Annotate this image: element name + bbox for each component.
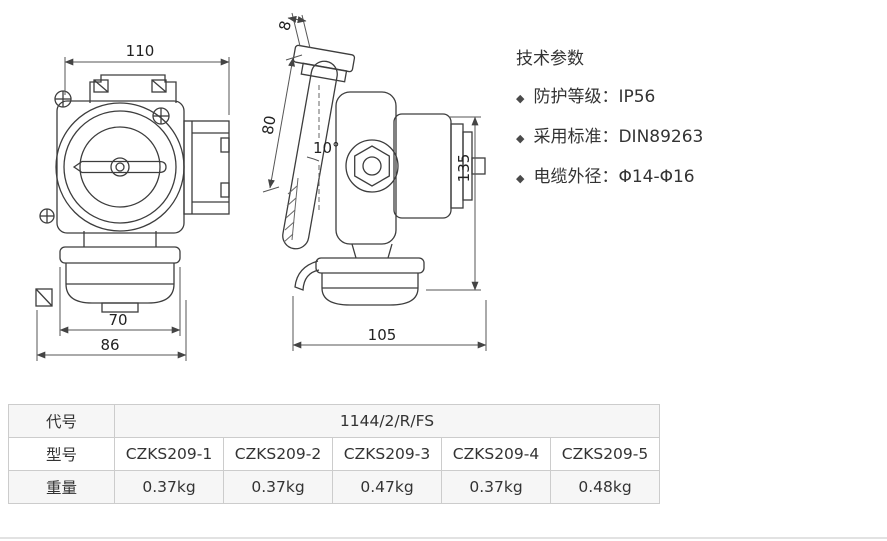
side-view-dimensions <box>262 12 487 351</box>
spec-row-model: 型号 CZKS209-1 CZKS209-2 CZKS209-3 CZKS209… <box>8 437 660 471</box>
spec-model-cell: CZKS209-4 <box>441 437 551 471</box>
spec-weight-cell: 0.37kg <box>114 470 224 504</box>
spec-weight-cell: 0.48kg <box>550 470 660 504</box>
tech-params-panel: 技术参数 ◆ 防护等级：IP56 ◆ 采用标准：DIN89263 ◆ 电缆外径：… <box>516 44 703 205</box>
tech-params-item-cable: ◆ 电缆外径：Φ14-Φ16 <box>516 165 703 190</box>
tech-params-text: 采用标准：DIN89263 <box>533 127 704 147</box>
spec-model-cell: CZKS209-2 <box>223 437 333 471</box>
spec-row-weight: 重量 0.37kg 0.37kg 0.47kg 0.37kg 0.48kg <box>8 470 660 504</box>
tech-params-title: 技术参数 <box>516 49 584 69</box>
bottom-divider <box>0 537 887 539</box>
tech-params-item-standard: ◆ 采用标准：DIN89263 <box>516 125 703 150</box>
screw-icon <box>54 90 72 108</box>
screw-icon <box>152 107 170 125</box>
tech-params-text: 电缆外径：Φ14-Φ16 <box>533 167 695 187</box>
spec-weight-cell: 0.37kg <box>223 470 333 504</box>
dim-105-label: 105 <box>368 326 397 344</box>
diamond-bullet-icon: ◆ <box>516 172 525 185</box>
tech-params-text: 防护等级：IP56 <box>533 87 656 107</box>
spec-row-weight-header: 重量 <box>8 470 115 504</box>
dim-86-label: 86 <box>100 336 119 354</box>
spec-model-cell: CZKS209-1 <box>114 437 224 471</box>
dim-8-label: 8 <box>275 19 295 33</box>
dim-70-label: 70 <box>108 311 127 329</box>
dim-80-label: 80 <box>259 114 280 136</box>
front-view-drawing <box>35 74 230 313</box>
spec-weight-cell: 0.37kg <box>441 470 551 504</box>
spec-row-model-header: 型号 <box>8 437 115 471</box>
spec-code-value: 1144/2/R/FS <box>114 404 660 438</box>
spec-weight-cell: 0.47kg <box>332 470 442 504</box>
dim-110-label: 110 <box>126 42 155 60</box>
front-view-dimensions <box>36 57 230 361</box>
angle-10-label: 10° <box>313 139 340 157</box>
dim-135-label: 135 <box>455 154 473 183</box>
spec-row-code-header: 代号 <box>8 404 115 438</box>
diamond-bullet-icon: ◆ <box>516 92 525 105</box>
spec-row-code: 代号 1144/2/R/FS <box>8 404 660 438</box>
diamond-bullet-icon: ◆ <box>516 132 525 145</box>
screw-icon <box>39 208 55 224</box>
spec-table: 代号 1144/2/R/FS 型号 CZKS209-1 CZKS209-2 CZ… <box>8 404 660 504</box>
tech-params-item-protection: ◆ 防护等级：IP56 <box>516 85 703 110</box>
product-technical-drawings: 110 70 86 <box>35 12 487 361</box>
spec-model-cell: CZKS209-5 <box>550 437 660 471</box>
spec-model-cell: CZKS209-3 <box>332 437 442 471</box>
